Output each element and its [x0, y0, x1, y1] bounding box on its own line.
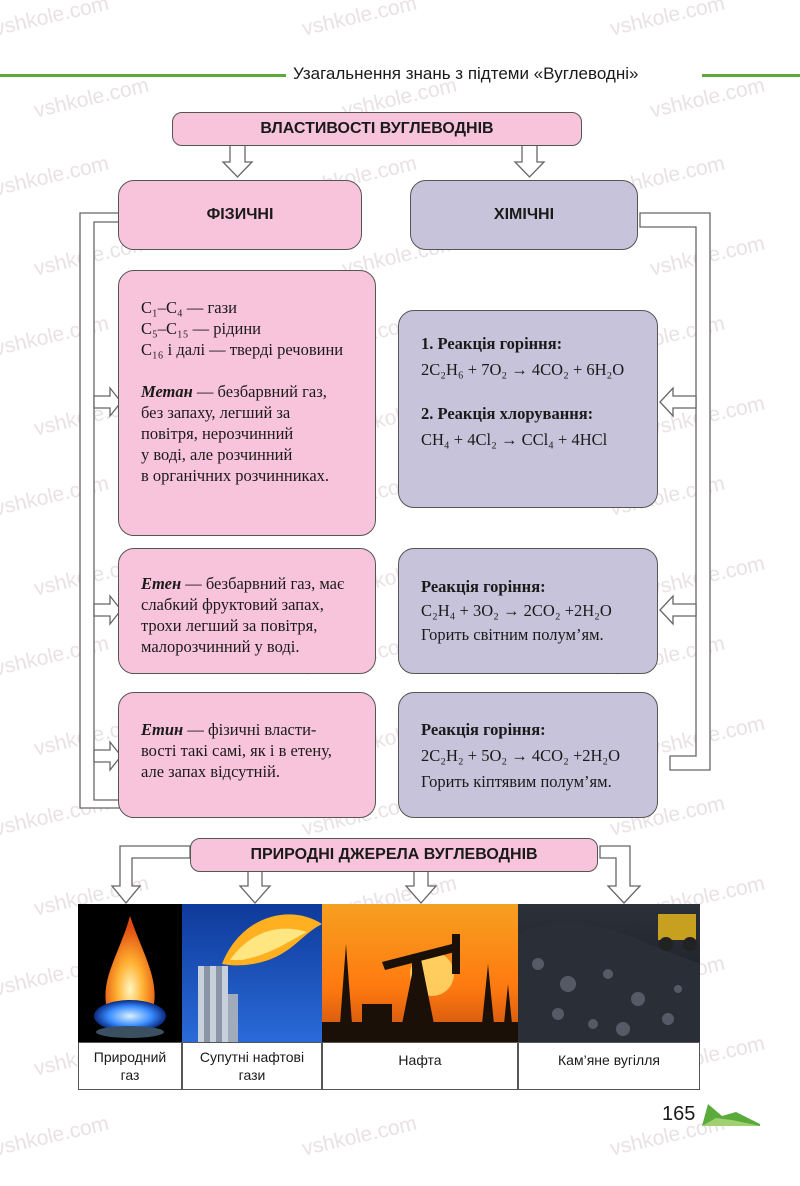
- coal-photo: [518, 904, 700, 1042]
- chemical-box-ethane: 1. Реакція горіння: 2C₂H₆ + 7O₂ → 4CO₂ +…: [398, 310, 658, 508]
- caption-coal: Кам’яне вугілля: [518, 1042, 700, 1090]
- ethene-line-4: малорозчинний у воді.: [141, 637, 300, 656]
- ethyne-combustion-heading: Реакція горіння:: [421, 720, 546, 739]
- combustion-heading-1: 1. Реакція горіння:: [421, 334, 563, 353]
- methane-line-5: в органічних розчинниках.: [141, 466, 330, 485]
- ethene-combustion-heading: Реакція горіння:: [421, 577, 546, 596]
- page-header-title: Узагальнення знань з підтеми «Вуглеводні…: [293, 64, 639, 83]
- ethyne-line-3: але запах відсутній.: [141, 762, 281, 781]
- caption-associated-gas-line-2: гази: [238, 1067, 266, 1083]
- alkanes-liquids: C₅–C₁₅ — рідини: [141, 319, 261, 338]
- gas-flare-icon: [198, 914, 322, 1042]
- header-line-right: [702, 74, 800, 77]
- physical-title: ФІЗИЧНІ: [206, 206, 274, 223]
- caption-associated-gas: Супутні нафтові гази: [182, 1042, 322, 1090]
- methane-line-3: повітря, нерозчинний: [141, 424, 294, 443]
- header-line: [0, 74, 286, 77]
- page-corner-icon: [702, 1104, 760, 1126]
- chlorination-equation: CH₄ + 4Cl₂ → CCl₄ + 4HCl: [421, 430, 608, 449]
- caption-natural-gas-line-2: газ: [120, 1067, 140, 1083]
- chemical-title: ХІМІЧНІ: [493, 206, 555, 223]
- physical-box-ethene: Етен — безбарвний газ, має слабкий фрукт…: [118, 548, 376, 674]
- oil-photo: [322, 904, 518, 1042]
- alkanes-solids: C₁₆ і далі — тверді речовини: [141, 340, 344, 359]
- page-number: 165: [662, 1103, 696, 1125]
- gas-flame-icon: [94, 916, 166, 1038]
- caption-natural-gas: Природний газ: [78, 1042, 182, 1090]
- natural-sources-header-text: ПРИРОДНІ ДЖЕРЕЛА ВУГЛЕВОДНІВ: [250, 846, 538, 863]
- methane-line-1: — безбарвний газ,: [192, 382, 327, 401]
- physical-title-box: ФІЗИЧНІ: [118, 180, 362, 250]
- physical-box-alkanes: C₁–C₄ — гази C₅–C₁₅ — рідини C₁₆ і далі …: [118, 270, 376, 536]
- ethene-term: Етен: [141, 574, 182, 593]
- combustion-equation-ethane: 2C₂H₆ + 7O₂ → 4CO₂ + 6H₂O: [421, 360, 625, 379]
- ethene-line-3: трохи легший за повітря,: [141, 616, 318, 635]
- properties-header: ВЛАСТИВОСТІ ВУГЛЕВОДНІВ: [172, 112, 582, 146]
- oil-pump-icon: [322, 934, 518, 1042]
- ethene-combustion-equation: C₂H₄ + 3O₂ → 2CO₂ +2H₂O: [421, 601, 612, 620]
- chemical-box-ethyne: Реакція горіння: 2C₂H₂ + 5O₂ → 4CO₂ +2H₂…: [398, 692, 658, 818]
- ethyne-term: Етин: [141, 720, 184, 739]
- ethyne-line-1: — фізичні власти-: [183, 720, 317, 739]
- ethene-line-1: — безбарвний газ, має: [181, 574, 345, 593]
- ethene-line-2: слабкий фруктовий запах,: [141, 595, 324, 614]
- caption-coal-text: Кам’яне вугілля: [558, 1052, 660, 1068]
- natural-gas-photo: [78, 904, 182, 1042]
- ethyne-line-2: вості такі самі, як і в етену,: [141, 741, 332, 760]
- methane-line-4: у воді, але розчинний: [141, 445, 293, 464]
- properties-header-text: ВЛАСТИВОСТІ ВУГЛЕВОДНІВ: [260, 120, 494, 137]
- ethyne-flame-note: Горить кіптявим полум’ям.: [421, 772, 612, 791]
- physical-box-ethyne: Етин — фізичні власти- вості такі самі, …: [118, 692, 376, 818]
- methane-term: Метан: [141, 382, 193, 401]
- coal-pile-icon: [518, 914, 700, 1042]
- ethyne-combustion-equation: 2C₂H₂ + 5O₂ → 4CO₂ +2H₂O: [421, 746, 621, 765]
- chemical-title-box: ХІМІЧНІ: [410, 180, 638, 250]
- caption-oil-text: Нафта: [398, 1052, 442, 1068]
- methane-line-2: без запаху, легший за: [141, 403, 291, 422]
- caption-associated-gas-line-1: Супутні нафтові: [199, 1049, 305, 1065]
- caption-oil: Нафта: [322, 1042, 518, 1090]
- chemical-box-ethene: Реакція горіння: C₂H₄ + 3O₂ → 2CO₂ +2H₂O…: [398, 548, 658, 674]
- associated-gas-photo: [182, 904, 322, 1042]
- ethene-flame-note: Горить світним полум’ям.: [421, 625, 604, 644]
- chlorination-heading: 2. Реакція хлорування:: [421, 404, 594, 423]
- natural-sources-header: ПРИРОДНІ ДЖЕРЕЛА ВУГЛЕВОДНІВ: [190, 838, 598, 872]
- caption-natural-gas-line-1: Природний: [93, 1049, 167, 1065]
- alkanes-gases: C₁–C₄ — гази: [141, 298, 237, 317]
